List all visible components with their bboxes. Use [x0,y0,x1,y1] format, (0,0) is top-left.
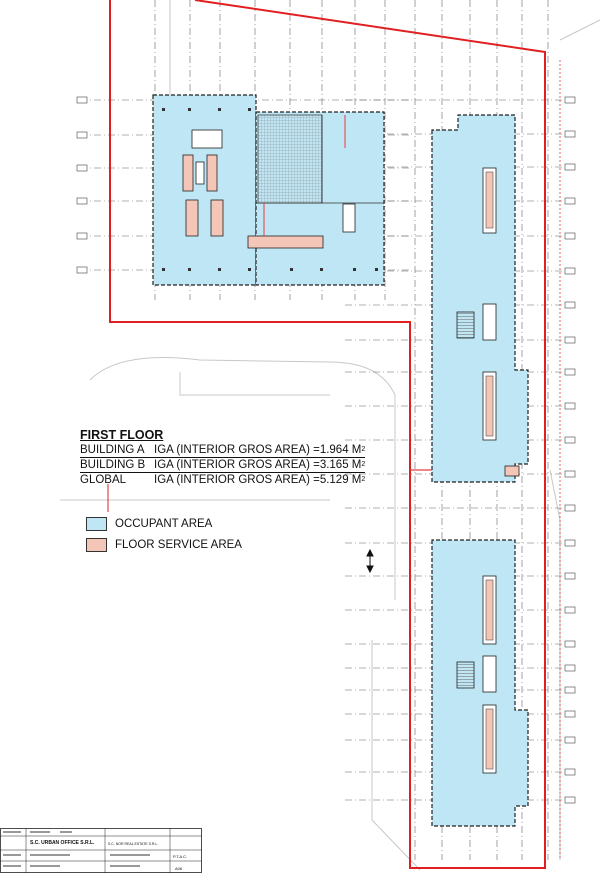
level-marker [366,548,374,574]
title-block-phase: P.T.A.C. [173,854,187,859]
area-row-building-a: BUILDING A IGA (INTERIOR GROS AREA) =1.9… [80,443,366,458]
area-row-building-b: BUILDING B IGA (INTERIOR GROS AREA) =3.1… [80,458,366,473]
title-block-client: S.C. NOR REAL ESTATE S.R.L. [108,842,158,846]
legend-occupant-area: OCCUPANT AREA [86,517,212,531]
drawing-title: FIRST FLOOR [80,428,164,442]
area-row-label: GLOBAL [80,474,127,486]
area-row-global: GLOBAL IGA (INTERIOR GROS AREA) =5.129 M… [80,473,365,487]
area-unit-sup: 2 [361,461,366,468]
legend-label: FLOOR SERVICE AREA [115,539,242,551]
grid-markers [76,96,576,804]
occupant-swatch [86,517,107,531]
area-row-value: IGA (INTERIOR GROS AREA) =5.129 M [154,474,362,486]
area-row-label: BUILDING B [80,459,146,471]
property-boundary [109,0,546,869]
area-summary: FIRST FLOOR BUILDING A IGA (INTERIOR GRO… [80,428,366,487]
area-row-value: IGA (INTERIOR GROS AREA) =1.964 M [154,444,362,456]
area-unit-sup: 2 [361,476,366,483]
area-row-label: BUILDING A [80,444,145,456]
area-row-value: IGA (INTERIOR GROS AREA) =3.165 M [154,459,362,471]
title-block-sheet: A06 [175,866,183,871]
legend-label: OCCUPANT AREA [115,518,213,530]
building-a [152,94,385,286]
area-unit-sup: 2 [361,446,366,453]
legend-floor-service-area: FLOOR SERVICE AREA [86,538,242,552]
service-swatch [86,538,107,552]
building-b-south [431,539,529,827]
title-block: S.C. URBAN OFFICE S.R.L. S.C. NOR REAL E… [0,828,202,873]
title-block-company: S.C. URBAN OFFICE S.R.L. [30,840,95,846]
building-b-north [410,114,529,483]
